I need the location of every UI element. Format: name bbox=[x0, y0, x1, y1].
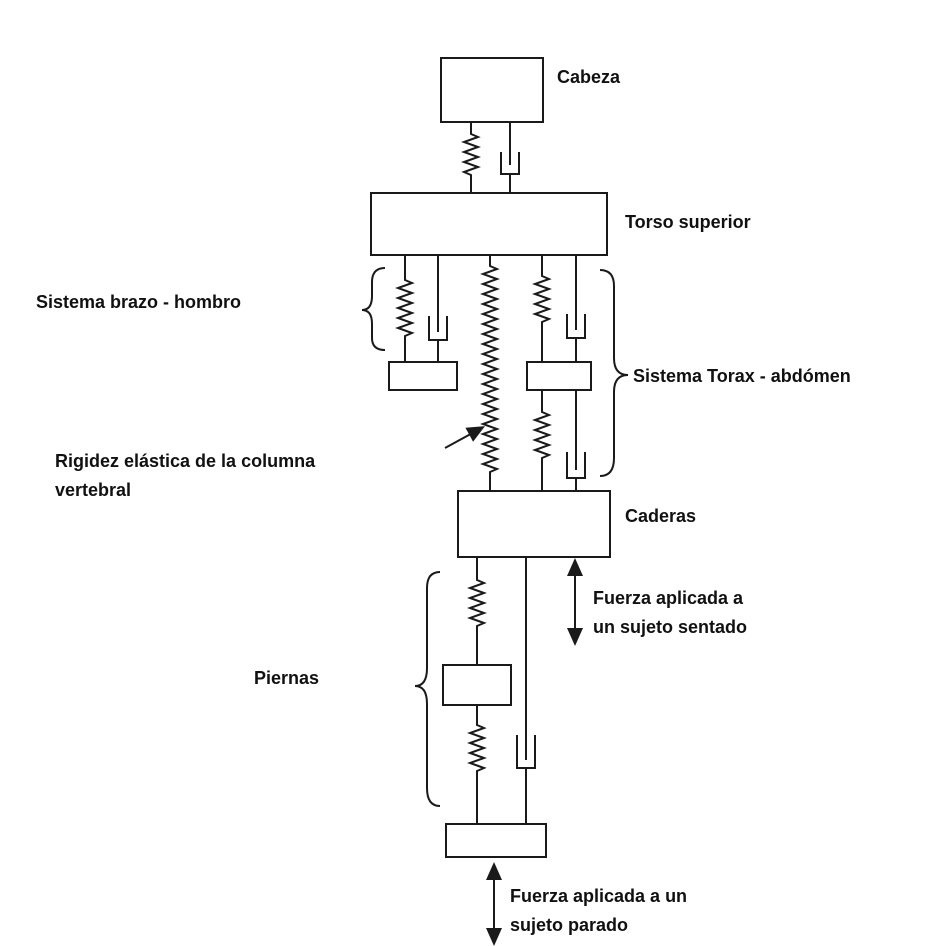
spine-spring bbox=[480, 255, 500, 491]
label-torso-superior: Torso superior bbox=[625, 212, 751, 232]
leg-damper bbox=[516, 557, 536, 824]
spine-pointer-arrow bbox=[444, 426, 486, 449]
label-torax-abdomen: Sistema Torax - abdómen bbox=[633, 366, 851, 386]
label-rigidez-line2: vertebral bbox=[55, 480, 131, 500]
label-caderas: Caderas bbox=[625, 506, 696, 526]
label-fuerza-sentado-line2: un sujeto sentado bbox=[593, 617, 747, 637]
arm-shoulder-damper bbox=[428, 255, 448, 362]
neck-spring bbox=[461, 122, 481, 193]
label-fuerza-sentado-line1: Fuerza aplicada a bbox=[593, 588, 744, 608]
hips-mass bbox=[457, 490, 611, 558]
lower-leg-spring bbox=[467, 705, 487, 824]
upper-leg-spring bbox=[467, 557, 487, 665]
neck-damper bbox=[500, 122, 520, 193]
label-brazo-hombro: Sistema brazo - hombro bbox=[36, 292, 241, 312]
legs-mass bbox=[442, 664, 512, 706]
arm-shoulder-mass bbox=[388, 361, 458, 391]
head-mass bbox=[440, 57, 544, 123]
thorax-lower-spring bbox=[532, 390, 552, 491]
thorax-abdomen-mass bbox=[526, 361, 592, 391]
label-rigidez-line1: Rigidez elástica de la columna bbox=[55, 451, 316, 471]
thorax-upper-spring bbox=[532, 255, 552, 362]
thorax-upper-damper bbox=[566, 255, 586, 362]
thorax-abdomen-brace bbox=[599, 269, 629, 477]
upper-torso-mass bbox=[370, 192, 608, 256]
feet-base bbox=[445, 823, 547, 858]
arm-shoulder-spring bbox=[395, 255, 415, 362]
label-cabeza: Cabeza bbox=[557, 67, 621, 87]
arm-shoulder-brace bbox=[361, 267, 386, 351]
thorax-lower-damper bbox=[566, 390, 586, 491]
label-fuerza-parado-line2: sujeto parado bbox=[510, 915, 628, 935]
label-fuerza-parado-line1: Fuerza aplicada a un bbox=[510, 886, 687, 906]
label-piernas: Piernas bbox=[254, 668, 319, 688]
legs-brace bbox=[414, 571, 441, 807]
